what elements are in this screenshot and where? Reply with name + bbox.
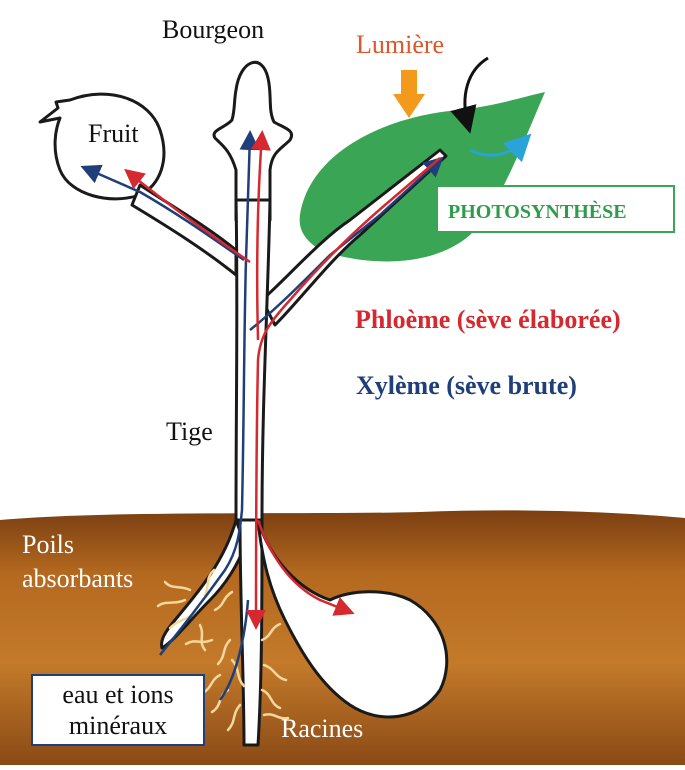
- label-poils-2: absorbants: [22, 564, 133, 593]
- label-photosynthese: PHOTOSYNTHÈSE: [448, 200, 627, 223]
- label-xyleme: Xylème (sève brute): [356, 371, 577, 400]
- label-lumiere: Lumière: [356, 30, 444, 59]
- label-phloeme: Phloème (sève élaborée): [355, 305, 621, 334]
- photosynthese-box: PHOTOSYNTHÈSE: [437, 186, 674, 232]
- label-eau-2: minéraux: [69, 711, 167, 740]
- label-racines: Racines: [281, 714, 363, 743]
- light-arrow-icon: [393, 70, 425, 118]
- eau-ions-box: eau et ions minéraux: [32, 675, 204, 745]
- label-bourgeon: Bourgeon: [162, 15, 264, 44]
- label-fruit: Fruit: [88, 119, 139, 148]
- label-eau-1: eau et ions: [62, 680, 173, 709]
- label-poils-1: Poils: [22, 530, 74, 559]
- label-tige: Tige: [166, 417, 213, 446]
